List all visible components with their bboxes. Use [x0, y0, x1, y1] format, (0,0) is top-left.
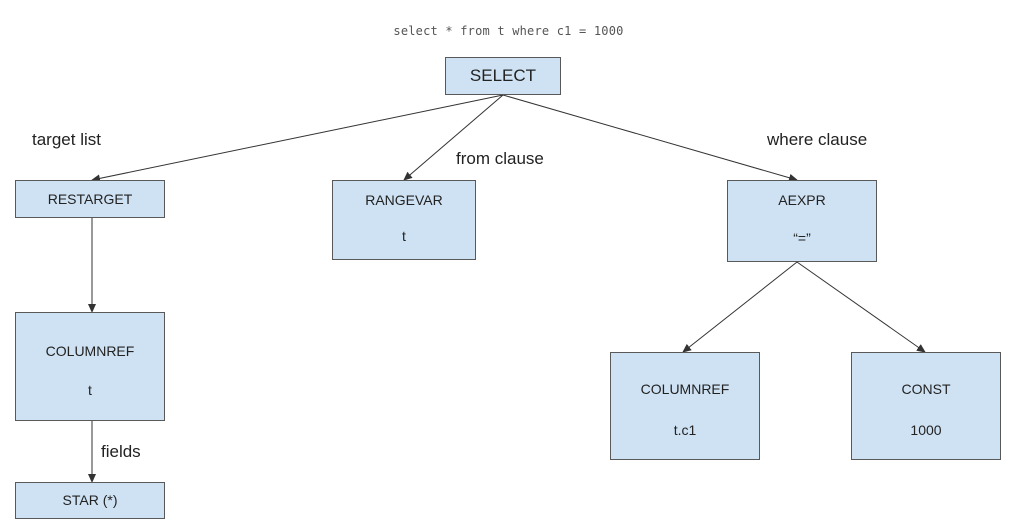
node-rangevar-title: RANGEVAR [365, 192, 443, 208]
node-const-title: CONST [901, 381, 951, 397]
node-rangevar-value: t [402, 228, 406, 244]
node-const-value: 1000 [910, 422, 942, 438]
edge-aexpr-to-const [796, 261, 926, 353]
label-fields: fields [101, 442, 141, 461]
node-star-title: STAR (*) [62, 492, 118, 508]
node-columnref-tc1-title: COLUMNREF [640, 381, 730, 397]
edge-select-to-restarget [91, 94, 504, 183]
node-aexpr-operator: “=” [793, 230, 811, 246]
node-columnref-t: COLUMNREF t [15, 312, 165, 421]
node-select: SELECT [445, 57, 561, 95]
node-aexpr-title: AEXPR [778, 192, 826, 208]
sql-query-text: select * from t where c1 = 1000 [393, 24, 624, 38]
node-restarget: RESTARGET [15, 180, 165, 218]
edge-select-to-rangevar [403, 94, 504, 181]
node-columnref-t-title: COLUMNREF [45, 343, 135, 359]
edge-aexpr-to-columnref-tc1 [682, 261, 798, 353]
node-aexpr: AEXPR “=” [727, 180, 877, 262]
node-star: STAR (*) [15, 482, 165, 519]
node-select-title: SELECT [469, 66, 537, 85]
node-rangevar: RANGEVAR t [332, 180, 476, 260]
node-restarget-title: RESTARGET [47, 191, 133, 207]
label-where-clause: where clause [767, 130, 868, 149]
node-const: CONST 1000 [851, 352, 1001, 460]
node-columnref-tc1: COLUMNREF t.c1 [610, 352, 760, 460]
label-from-clause: from clause [456, 149, 544, 168]
node-columnref-t-value: t [88, 382, 92, 398]
node-columnref-tc1-value: t.c1 [673, 422, 697, 438]
edge-select-to-aexpr [502, 94, 798, 182]
label-target-list: target list [32, 130, 101, 149]
